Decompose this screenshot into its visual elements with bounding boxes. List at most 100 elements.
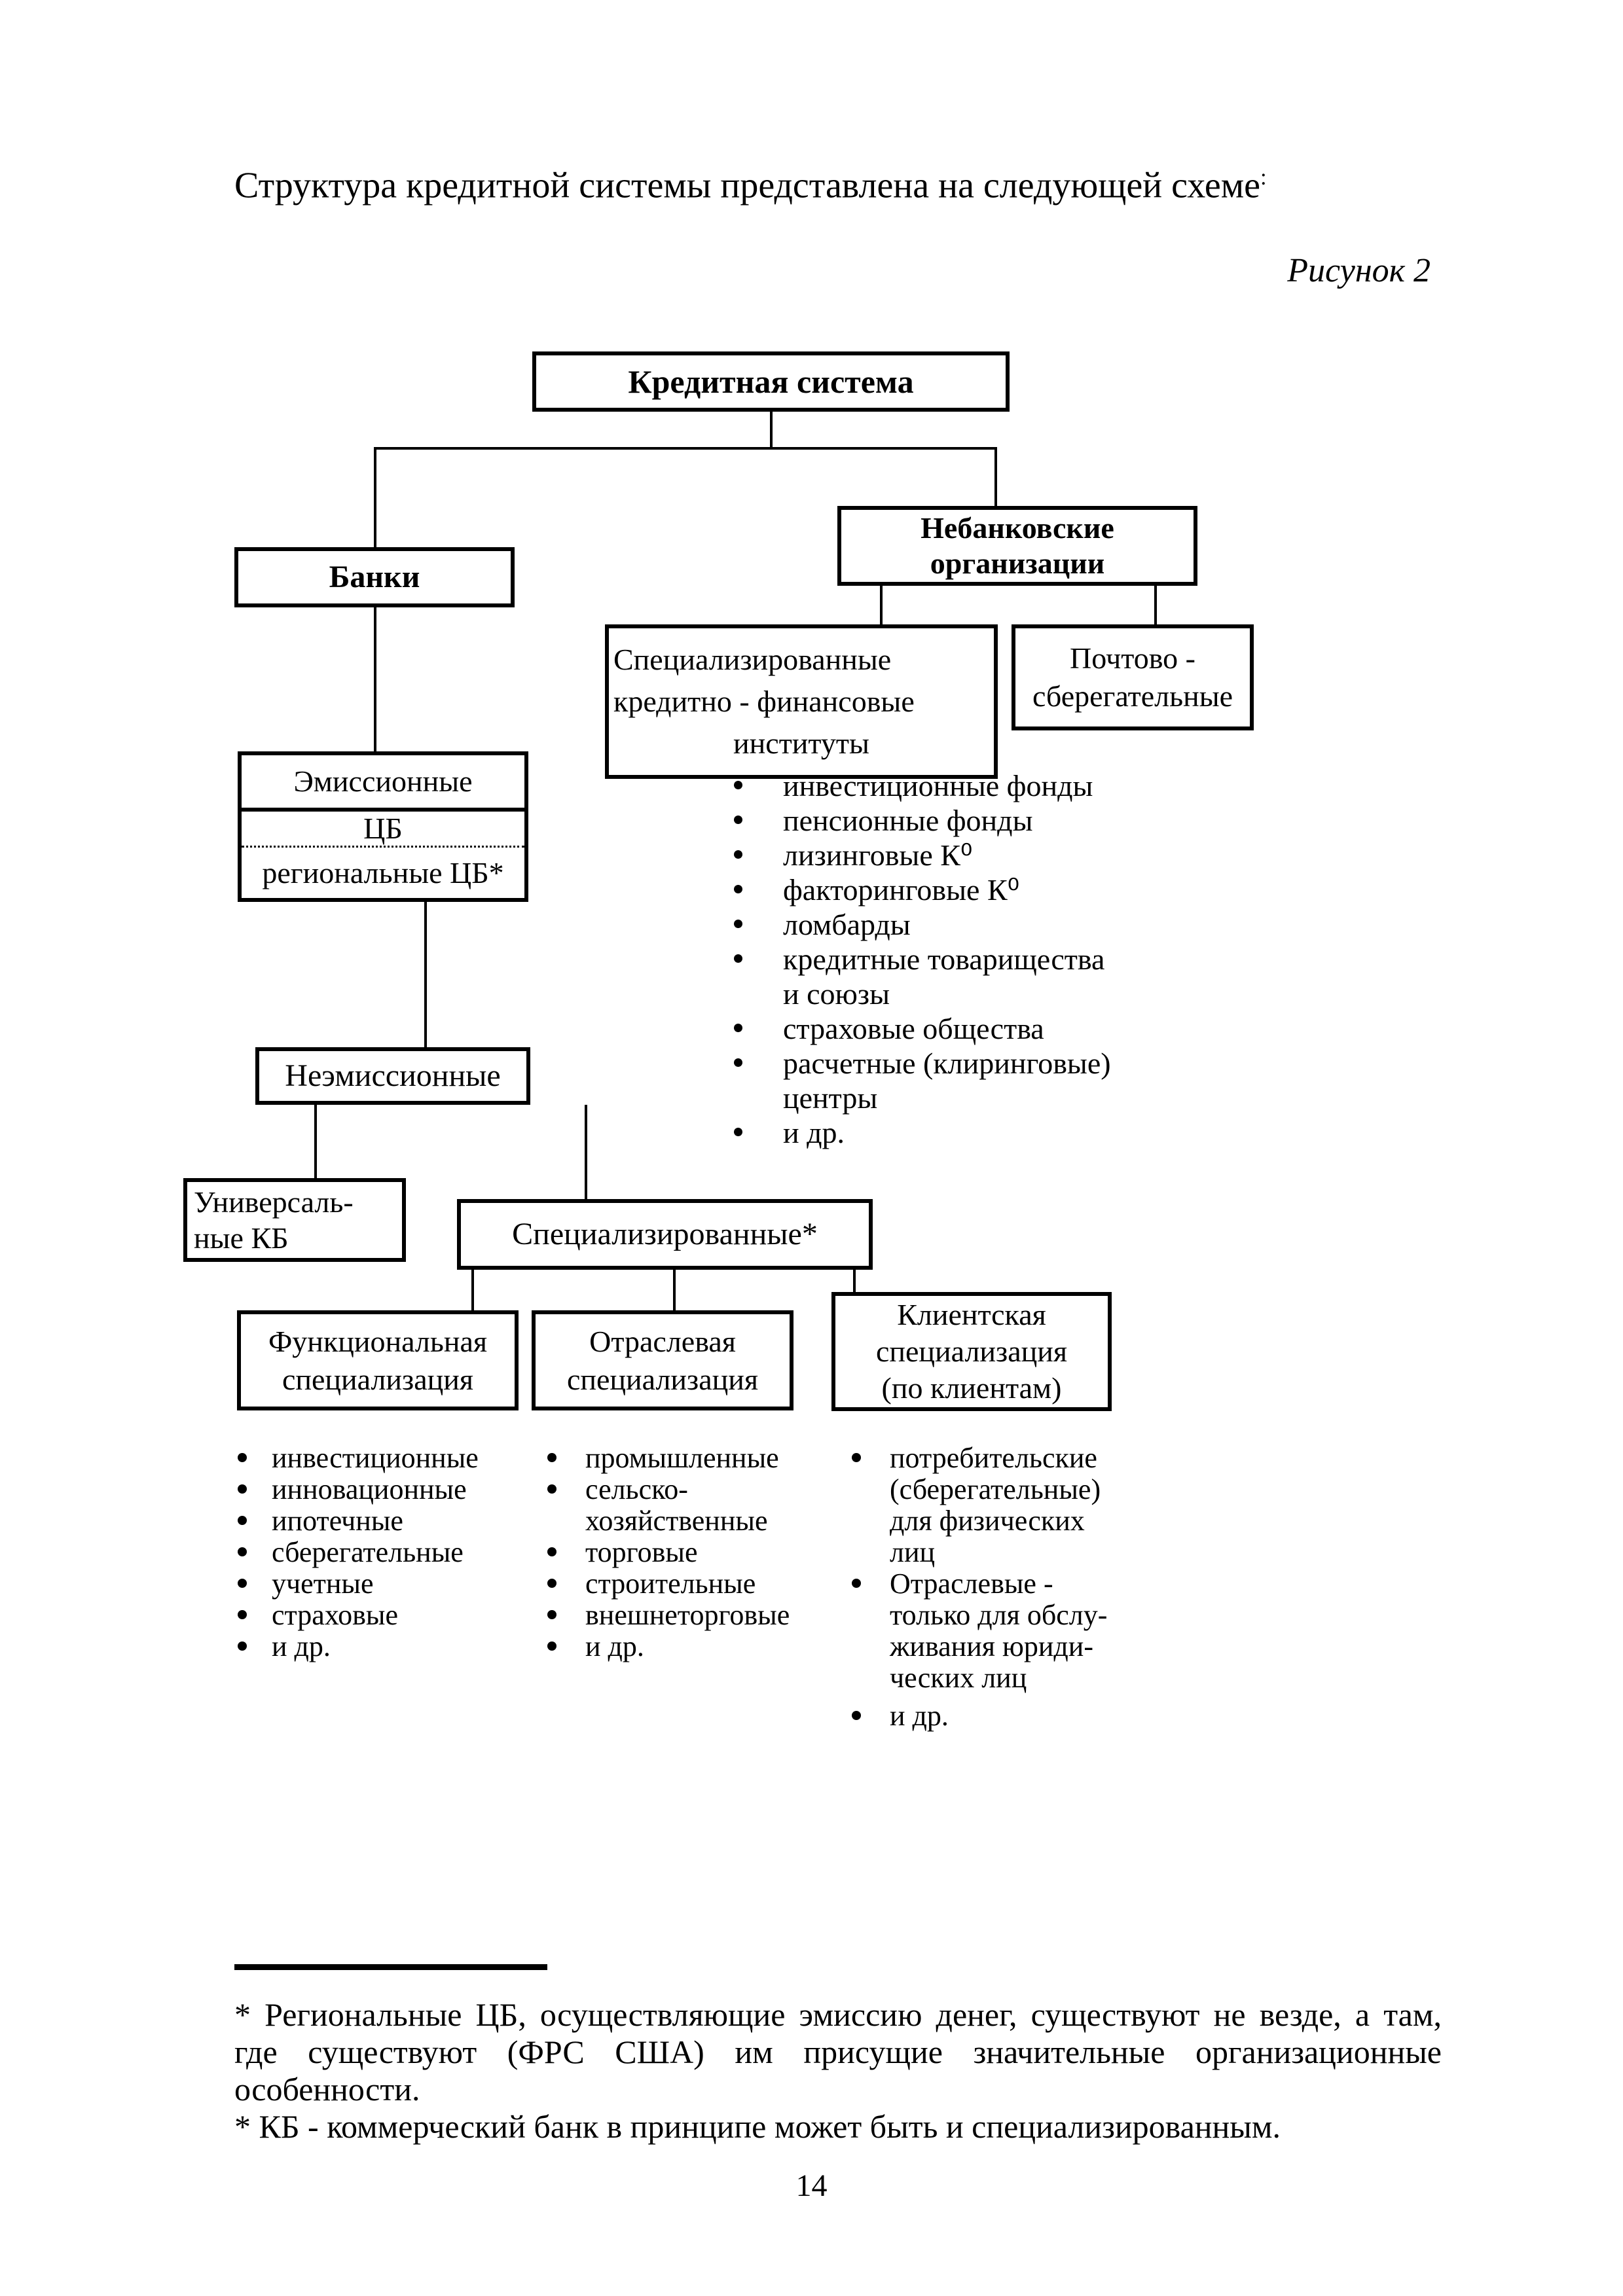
box-emission-regional: региональные ЦБ*	[262, 855, 504, 889]
box-universal-line1: Универсаль-	[194, 1185, 354, 1219]
sectoral-bullet-list: промышленные сельско- хозяйственные торг…	[547, 1443, 829, 1662]
intro-paragraph: Структура кредитной системы представлена…	[234, 156, 1267, 207]
bullet-icon	[734, 816, 742, 824]
bullet-icon	[238, 1453, 247, 1462]
bullet-icon	[734, 885, 742, 893]
footnote-line: особенности.	[234, 2071, 420, 2108]
bullet-icon	[734, 850, 742, 859]
list-item: страховые	[238, 1600, 513, 1631]
connector-main-horizontal	[374, 447, 997, 450]
list-item: потребительские (сберегательные) для физ…	[852, 1443, 1153, 1568]
institute-bullet-list: инвестиционные фонды пенсионные фонды ли…	[734, 768, 1140, 1150]
box-sectoral-specialization: Отраслевая специализация	[532, 1310, 793, 1410]
bullet-icon	[734, 781, 742, 789]
list-item: и др.	[734, 1115, 1140, 1150]
bullet-icon	[734, 1058, 742, 1067]
box-postal-line1: Почтово -	[1070, 641, 1195, 675]
bullet-icon	[238, 1484, 247, 1494]
bullet-icon	[238, 1641, 247, 1651]
list-item: факторинговые К⁰	[734, 872, 1140, 907]
functional-bullet-list: инвестиционные инновационные ипотечные с…	[238, 1443, 513, 1662]
box-sectoral-line1: Отраслевая	[589, 1324, 736, 1358]
figure-caption: Рисунок 2	[1287, 252, 1431, 289]
connector-nonemission-specialized	[585, 1105, 587, 1199]
box-emission-cb: ЦБ	[363, 812, 403, 845]
box-functional-line2: специализация	[282, 1362, 474, 1396]
box-client-line2: специализация	[875, 1335, 1068, 1368]
list-item: и др.	[547, 1631, 829, 1662]
box-emission: Эмиссионные ЦБ региональные ЦБ*	[238, 751, 528, 902]
bullet-icon	[734, 1128, 742, 1136]
bullet-icon	[852, 1579, 861, 1588]
list-item: ломбарды	[734, 907, 1140, 942]
list-item: учетные	[238, 1568, 513, 1600]
bullet-icon	[238, 1579, 247, 1588]
emission-divider-dotted	[242, 846, 524, 848]
emission-divider-solid	[242, 808, 524, 812]
box-specialized-banks: Специализированные*	[457, 1199, 873, 1270]
box-institutes-line2: кредитно - финансовые	[613, 685, 915, 718]
box-emission-title: Эмиссионные	[293, 764, 473, 798]
list-item: торговые	[547, 1537, 829, 1568]
bullet-icon	[852, 1711, 861, 1720]
box-universal-line2: ные КБ	[194, 1221, 289, 1255]
bullet-icon	[852, 1453, 861, 1462]
connector-emission-nonemission	[424, 902, 427, 1049]
intro-footnote-marker: :	[1260, 164, 1267, 190]
list-item: кредитные товарищества и союзы	[734, 942, 1140, 1011]
list-item: строительные	[547, 1568, 829, 1600]
connector-to-banks	[374, 447, 376, 547]
connector-nonbank-institutes	[880, 584, 883, 624]
connector-root-down	[770, 412, 773, 448]
list-item: ипотечные	[238, 1505, 513, 1537]
footnote-line: где существуют (ФРС США) им присущие зна…	[234, 2034, 1442, 2070]
bullet-icon	[238, 1516, 247, 1525]
list-item: инновационные	[238, 1474, 513, 1505]
list-item: и др.	[852, 1700, 1153, 1732]
box-banks: Банки	[234, 547, 515, 607]
bullet-icon	[547, 1610, 556, 1619]
list-item: инвестиционные	[238, 1443, 513, 1474]
list-item: Отраслевые - только для обслу- живания ю…	[852, 1568, 1153, 1694]
bullet-icon	[734, 954, 742, 963]
bullet-icon	[734, 1024, 742, 1032]
connector-specialized-sectoral	[673, 1270, 676, 1310]
box-client-line3: (по клиентам)	[881, 1371, 1062, 1405]
list-item: сельско- хозяйственные	[547, 1474, 829, 1537]
list-item: промышленные	[547, 1443, 829, 1474]
box-client-line1: Клиентская	[897, 1298, 1046, 1331]
connector-nonbank-postal	[1154, 584, 1157, 624]
footnote-line: * КБ - коммерческий банк в принципе може…	[234, 2108, 1281, 2145]
footnote-rule	[234, 1964, 547, 1970]
list-item: расчетные (клиринговые) центры	[734, 1046, 1140, 1115]
box-institutes-line1: Специализированные	[613, 643, 892, 676]
box-universal-banks: Универсаль- ные КБ	[183, 1178, 406, 1262]
box-institutes-line3: институты	[733, 726, 869, 760]
connector-specialized-functional	[471, 1270, 474, 1310]
footnote-line: * Региональные ЦБ, осуществляющие эмисси…	[234, 1996, 1442, 2033]
list-item: пенсионные фонды	[734, 803, 1140, 838]
bullet-icon	[238, 1547, 247, 1556]
box-nonbank-line2: организации	[930, 547, 1105, 580]
box-specialized-institutes: Специализированные кредитно - финансовые…	[605, 624, 998, 779]
bullet-icon	[547, 1579, 556, 1588]
box-nonemission: Неэмиссионные	[255, 1047, 530, 1105]
box-functional-specialization: Функциональная специализация	[237, 1310, 519, 1410]
box-client-specialization: Клиентская специализация (по клиентам)	[831, 1292, 1112, 1411]
bullet-icon	[238, 1610, 247, 1619]
bullet-icon	[547, 1641, 556, 1651]
box-functional-line1: Функциональная	[268, 1324, 488, 1358]
box-credit-system: Кредитная система	[532, 351, 1010, 412]
list-item: инвестиционные фонды	[734, 768, 1140, 803]
list-item: внешнеторговые	[547, 1600, 829, 1631]
footnote-block: * Региональные ЦБ, осуществляющие эмисси…	[234, 1996, 1442, 2145]
box-nonbank-organizations: Небанковские организации	[837, 506, 1197, 586]
intro-text: Структура кредитной системы представлена…	[234, 165, 1261, 206]
box-nonbank-line1: Небанковские	[921, 511, 1114, 545]
list-item: и др.	[238, 1631, 513, 1662]
connector-nonemission-universal	[314, 1105, 317, 1178]
list-item: лизинговые К⁰	[734, 838, 1140, 872]
connector-specialized-client	[853, 1270, 856, 1292]
box-sectoral-line2: специализация	[566, 1362, 759, 1396]
